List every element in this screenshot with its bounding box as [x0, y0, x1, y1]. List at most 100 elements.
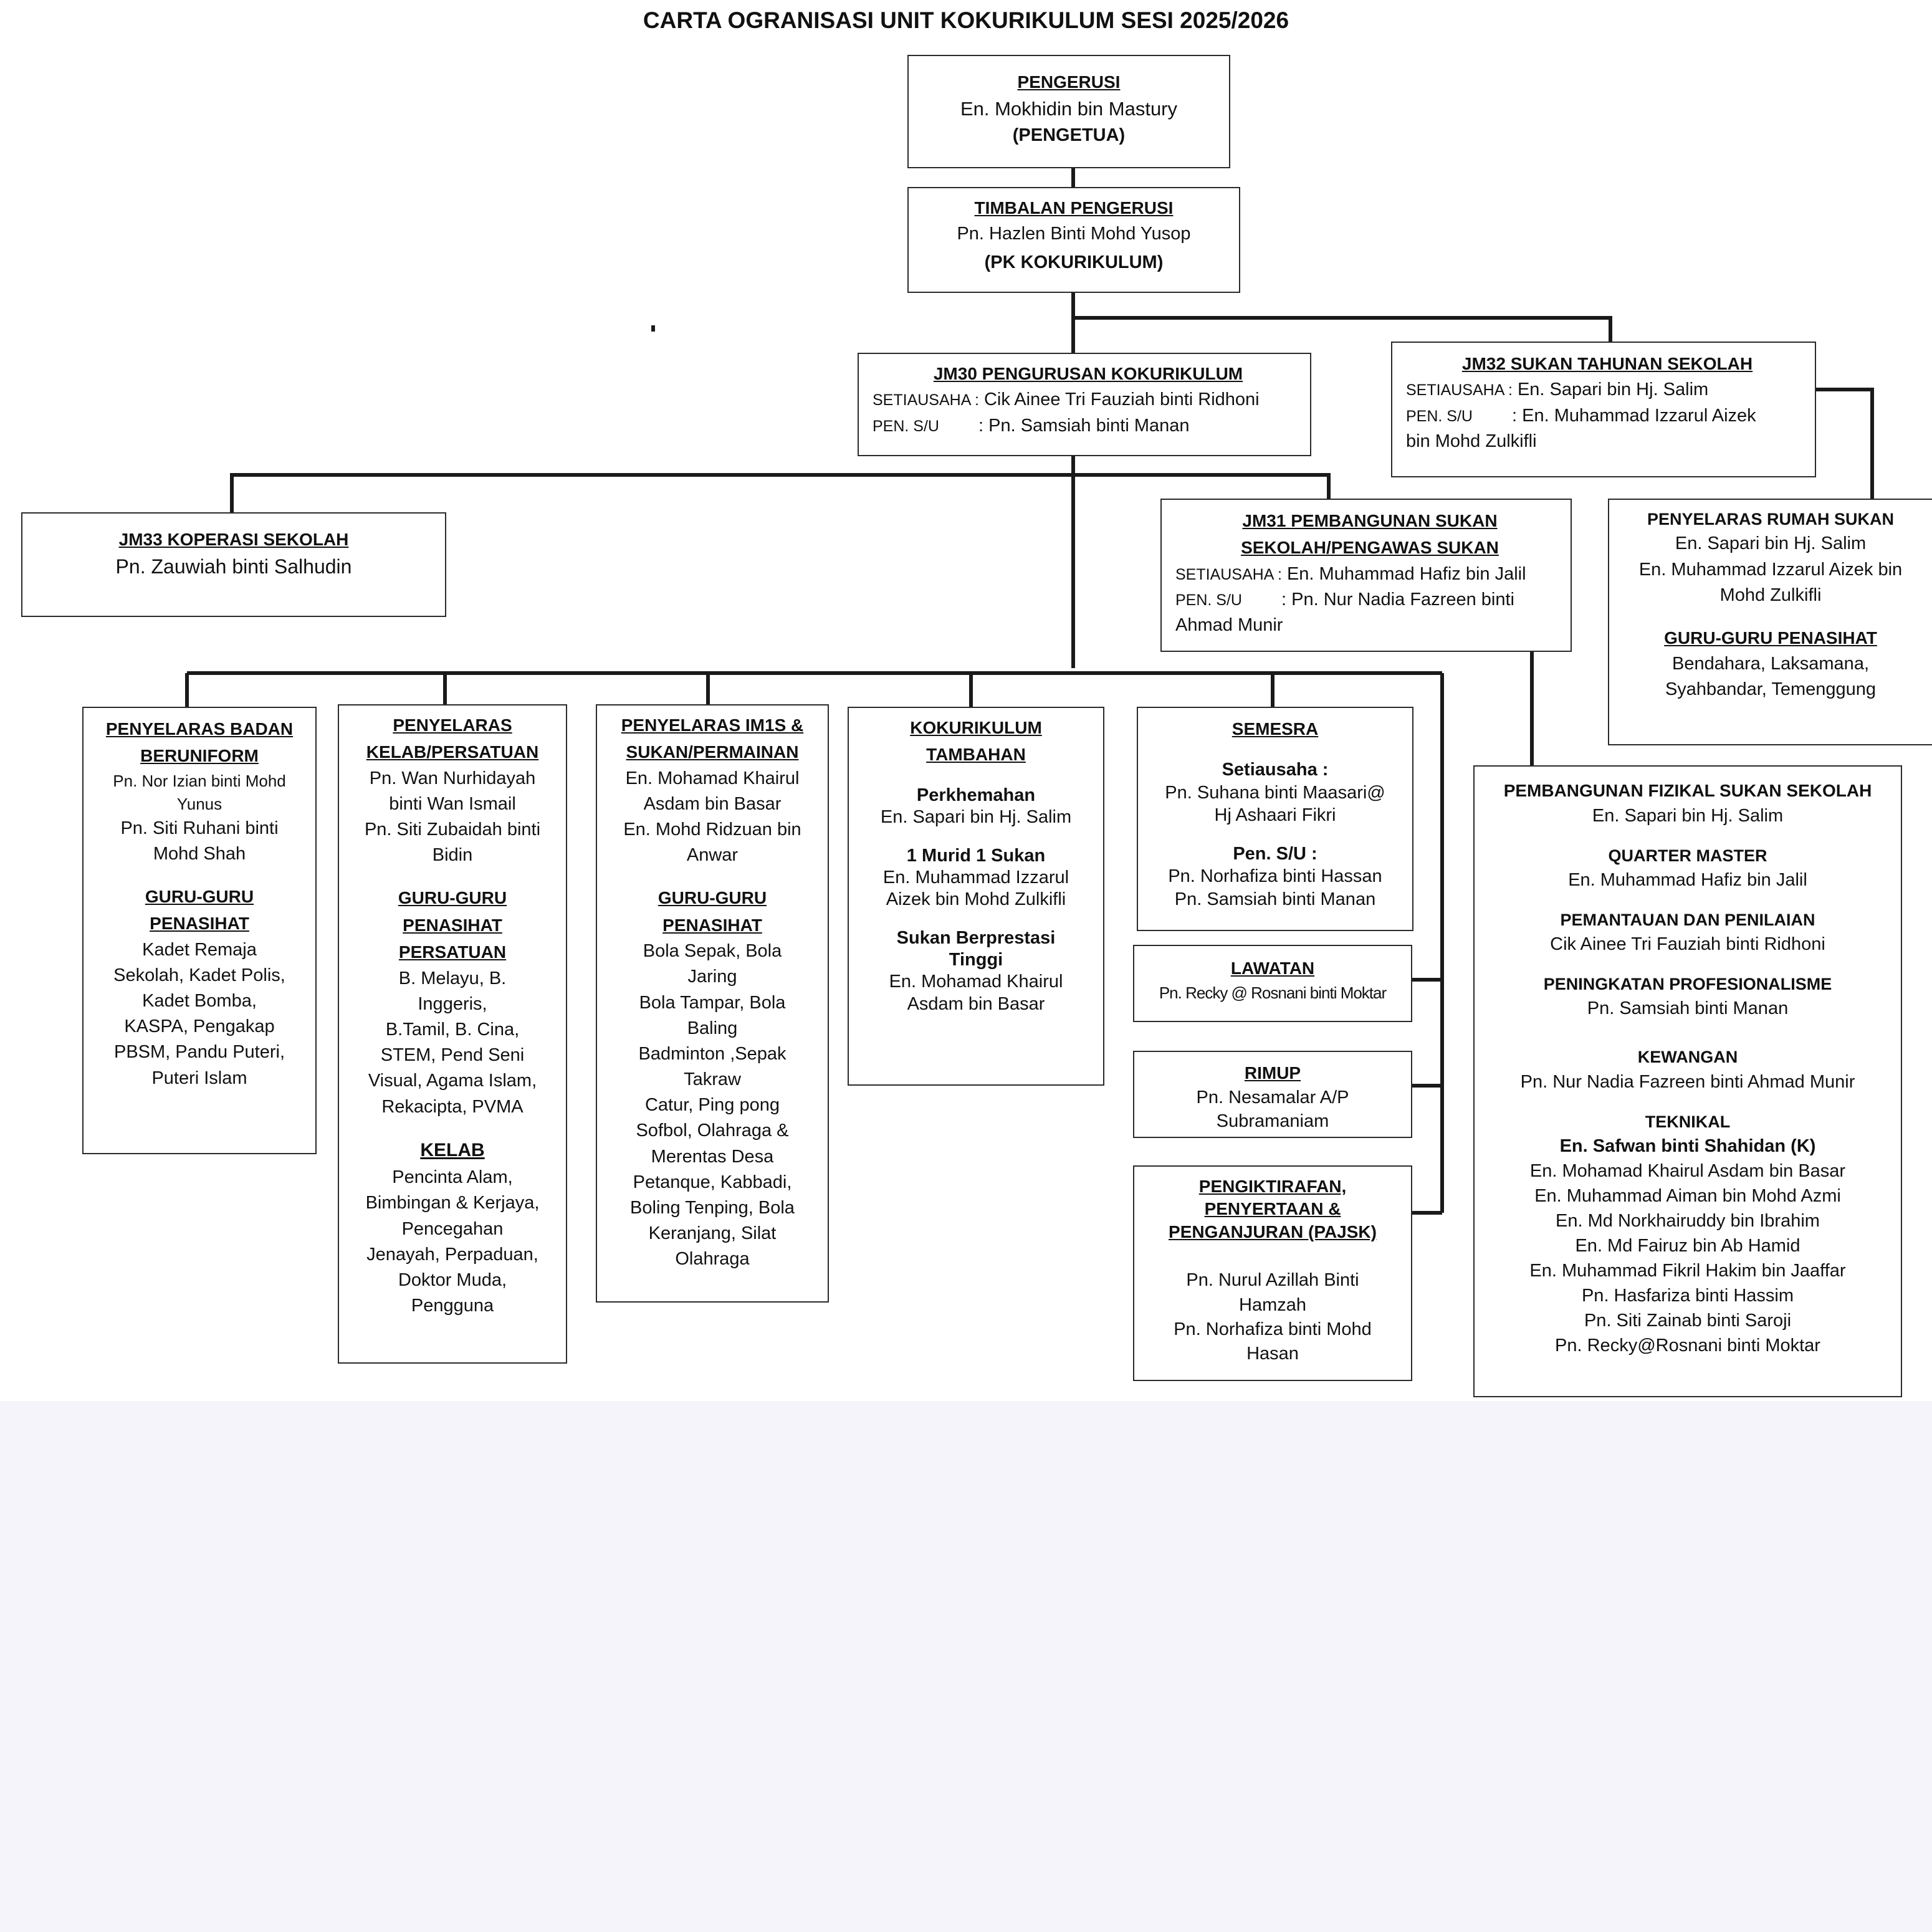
- pengerusi-role: (PENGETUA): [1012, 125, 1126, 146]
- timbalan-role: (PK KOKURIKULUM): [984, 252, 1164, 272]
- fizikal-tek: En. Mohamad Khairul Asdam bin Basar: [1529, 1160, 1846, 1181]
- pengerusi-box: PENGERUSI En. Mokhidin bin Mastury (PENG…: [907, 55, 1230, 168]
- tambahan-sub2: 1 Murid 1 Sukan: [906, 845, 1046, 866]
- jm33-name: Pn. Zauwiah binti Salhudin: [115, 555, 352, 578]
- lawatan-name: Pn. Recky @ Rosnani binti Moktar: [1159, 983, 1387, 1003]
- kelab-name: Pn. Siti Zubaidah binti: [364, 820, 541, 840]
- im1s-guru: Baling: [687, 1018, 738, 1038]
- fizikal-tek: En. Muhammad Aiman bin Mohd Azmi: [1534, 1185, 1841, 1206]
- rumah-sukan-heading: PENYELARAS RUMAH SUKAN: [1647, 510, 1895, 528]
- fizikal-tek: En. Muhammad Fikril Hakim bin Jaaffar: [1529, 1261, 1846, 1281]
- jm32-pen-2: bin Mohd Zulkifli: [1406, 431, 1537, 451]
- jm31-pen-label: PEN. S/U: [1175, 591, 1242, 609]
- jm32-box: JM32 SUKAN TAHUNAN SEKOLAH SETIAUSAHA : …: [1391, 342, 1816, 477]
- semesra-pen-label: Pen. S/U :: [1233, 844, 1317, 864]
- rumah-sukan-guru-heading: GURU-GURU PENASIHAT: [1664, 628, 1877, 648]
- beruniform-guru: PBSM, Pandu Puteri,: [113, 1042, 285, 1063]
- jm32-pen-label: PEN. S/U: [1406, 407, 1473, 425]
- kelab-heading-1: PENYELARAS: [393, 715, 512, 735]
- fizikal-tek: En. Md Norkhairuddy bin Ibrahim: [1556, 1211, 1820, 1231]
- fizikal-tek: Pn. Recky@Rosnani binti Moktar: [1555, 1336, 1820, 1356]
- rimup-name: Subramaniam: [1216, 1111, 1329, 1131]
- org-chart-canvas: CARTA OGRANISASI UNIT KOKURIKULUM SESI 2…: [0, 0, 1932, 1401]
- kelab-guru: STEM, Pend Seni: [380, 1045, 525, 1066]
- im1s-name: En. Mohamad Khairul: [625, 768, 800, 788]
- jm30-setiausaha-label: SETIAUSAHA :: [873, 391, 979, 409]
- jm30-box: JM30 PENGURUSAN KOKURIKULUM SETIAUSAHA :…: [858, 353, 1311, 456]
- kelab-guru: Rekacipta, PVMA: [381, 1096, 524, 1117]
- rimup-name: Pn. Nesamalar A/P: [1196, 1088, 1349, 1108]
- kelab-guru-heading-1: GURU-GURU: [398, 888, 507, 908]
- im1s-guru: Jaring: [687, 967, 737, 987]
- pajsk-name: Pn. Nurul Azillah Binti: [1186, 1270, 1359, 1291]
- fizikal-prof-heading: PENINGKATAN PROFESIONALISME: [1543, 975, 1832, 994]
- kelab-kelab: Jenayah, Perpaduan,: [366, 1244, 538, 1265]
- jm33-heading: JM33 KOPERASI SEKOLAH: [118, 530, 349, 549]
- kelab-kelab: Bimbingan & Kerjaya,: [365, 1193, 540, 1213]
- kelab-box: PENYELARAS KELAB/PERSATUAN Pn. Wan Nurhi…: [338, 704, 567, 1364]
- kelab-guru: Inggeris,: [418, 993, 487, 1014]
- tambahan-sub1: Perkhemahan: [916, 785, 1036, 805]
- tambahan-heading-1: KOKURIKULUM: [910, 718, 1042, 737]
- kelab-kelab: Doktor Muda,: [398, 1270, 507, 1290]
- kelab-name: Pn. Wan Nurhidayah: [369, 768, 536, 788]
- jm31-pen-1: : Pn. Nur Nadia Fazreen binti: [1281, 589, 1514, 610]
- beruniform-heading-1: PENYELARAS BADAN: [105, 719, 294, 739]
- beruniform-guru: Kadet Bomba,: [142, 991, 257, 1011]
- im1s-box: PENYELARAS IM1S & SUKAN/PERMAINAN En. Mo…: [596, 704, 829, 1303]
- tambahan-sub3-name: En. Mohamad Khairul: [889, 972, 1063, 992]
- fizikal-qm-heading: QUARTER MASTER: [1608, 846, 1767, 865]
- tambahan-sub1-name: En. Sapari bin Hj. Salim: [880, 807, 1072, 828]
- im1s-guru: Petanque, Kabbadi,: [633, 1172, 792, 1192]
- im1s-guru: Keranjang, Silat: [648, 1223, 777, 1244]
- kelab-heading-2: KELAB/PERSATUAN: [366, 742, 539, 762]
- jm32-setiausaha: En. Sapari bin Hj. Salim: [1517, 380, 1709, 400]
- beruniform-name: Yunus: [176, 794, 222, 813]
- fizikal-tek: Pn. Siti Zainab binti Saroji: [1584, 1311, 1792, 1331]
- rumah-sukan-guru: Bendahara, Laksamana,: [1672, 654, 1869, 674]
- im1s-heading-1: PENYELARAS IM1S &: [621, 715, 804, 735]
- beruniform-guru: Kadet Remaja: [142, 939, 257, 960]
- jm30-heading: JM30 PENGURUSAN KOKURIKULUM: [933, 364, 1243, 383]
- fizikal-tek: En. Md Fairuz bin Ab Hamid: [1575, 1236, 1800, 1256]
- beruniform-guru: KASPA, Pengakap: [124, 1016, 275, 1037]
- im1s-guru: Boling Tenping, Bola: [630, 1197, 795, 1218]
- pajsk-heading-2: PENYERTAAN &: [1204, 1199, 1341, 1219]
- beruniform-guru: Puteri Islam: [151, 1068, 247, 1088]
- lawatan-heading: LAWATAN: [1230, 959, 1315, 978]
- fizikal-tek-lead: En. Safwan binti Shahidan (K): [1559, 1136, 1816, 1156]
- beruniform-guru: Sekolah, Kadet Polis,: [113, 965, 285, 985]
- im1s-guru: Badminton ,Sepak: [638, 1043, 787, 1064]
- pajsk-name: Hamzah: [1239, 1294, 1306, 1315]
- rumah-sukan-name: Mohd Zulkifli: [1719, 585, 1822, 605]
- kelab-name: binti Wan Ismail: [389, 793, 516, 814]
- rumah-sukan-name: En. Muhammad Izzarul Aizek bin: [1638, 559, 1903, 580]
- im1s-guru: Olahraga: [675, 1249, 750, 1270]
- jm32-heading: JM32 SUKAN TAHUNAN SEKOLAH: [1461, 354, 1753, 373]
- kelab-guru: B. Melayu, B.: [398, 968, 507, 988]
- im1s-guru: Bola Sepak, Bola: [643, 941, 782, 962]
- fizikal-prof: Pn. Samsiah binti Manan: [1587, 998, 1789, 1019]
- tambahan-sub2-name: En. Muhammad Izzarul: [882, 867, 1069, 887]
- beruniform-name: Pn. Nor Izian binti Mohd: [113, 771, 286, 790]
- rimup-heading: RIMUP: [1244, 1063, 1301, 1083]
- kelab-guru: Visual, Agama Islam,: [368, 1071, 537, 1091]
- pajsk-heading-1: PENGIKTIRAFAN,: [1198, 1177, 1347, 1196]
- pajsk-heading-3: PENGANJURAN (PAJSK): [1169, 1222, 1377, 1241]
- kelab-name: Bidin: [432, 845, 473, 866]
- jm31-heading-2: SEKOLAH/PENGAWAS SUKAN: [1241, 538, 1499, 558]
- semesra-pen: Pn. Samsiah binti Manan: [1174, 889, 1376, 909]
- tambahan-sub2-name: Aizek bin Mohd Zulkifli: [886, 889, 1066, 910]
- semesra-setiausaha: Pn. Suhana binti Maasari@: [1165, 782, 1385, 803]
- semesra-setiausaha: Hj Ashaari Fikri: [1214, 805, 1336, 825]
- tambahan-sub3-name: Asdam bin Basar: [907, 993, 1045, 1014]
- tambahan-sub3-2: Tinggi: [949, 950, 1003, 970]
- beruniform-guru-heading-1: GURU-GURU: [145, 886, 254, 906]
- jm31-setiausaha-label: SETIAUSAHA :: [1175, 565, 1282, 583]
- semesra-pen: Pn. Norhafiza binti Hassan: [1168, 866, 1382, 887]
- jm30-pen-label: PEN. S/U: [873, 417, 939, 435]
- im1s-guru: Takraw: [684, 1069, 741, 1090]
- fizikal-qm: En. Muhammad Hafiz bin Jalil: [1568, 869, 1807, 890]
- pajsk-name: Hasan: [1246, 1344, 1299, 1364]
- kelab-kelab: Pencinta Alam,: [392, 1167, 513, 1188]
